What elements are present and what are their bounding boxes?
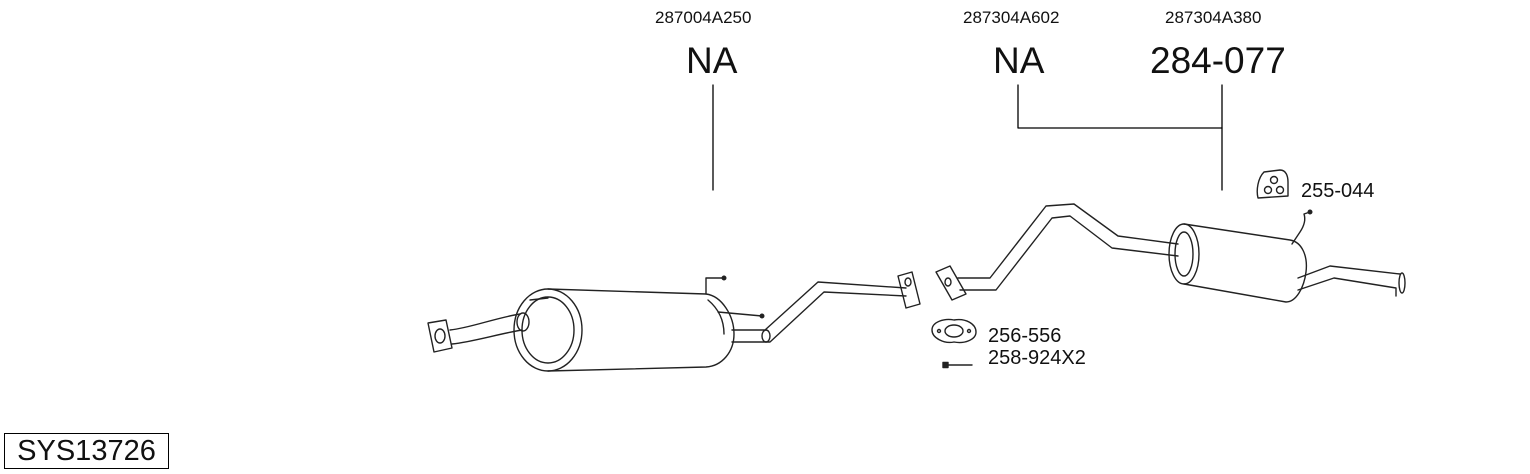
rubber-hanger-icon (1256, 169, 1289, 199)
part-number-rear-silencer: 284-077 (1150, 40, 1286, 81)
oem-number-rear-pipe: 287304A602 (963, 8, 1060, 27)
part-number-front-silencer: NA (686, 40, 738, 81)
rear-silencer (935, 203, 1406, 303)
accessory-bolt-label: 258-924X2 (988, 347, 1086, 369)
accessory-rubber-hanger-label: 255-044 (1301, 180, 1375, 202)
system-code-box: SYS13726 (4, 433, 169, 469)
oem-number-rear-silencer: 287304A380 (1165, 8, 1262, 27)
part-number-rear-pipe: NA (993, 40, 1045, 81)
front-silencer (427, 271, 921, 372)
gasket-icon (931, 318, 977, 344)
bolt-icon (942, 361, 973, 369)
accessory-gasket-label: 256-556 (988, 325, 1062, 347)
oem-number-front-silencer: 287004A250 (655, 8, 752, 27)
system-code: SYS13726 (17, 434, 156, 467)
leader-lines (712, 84, 1223, 191)
